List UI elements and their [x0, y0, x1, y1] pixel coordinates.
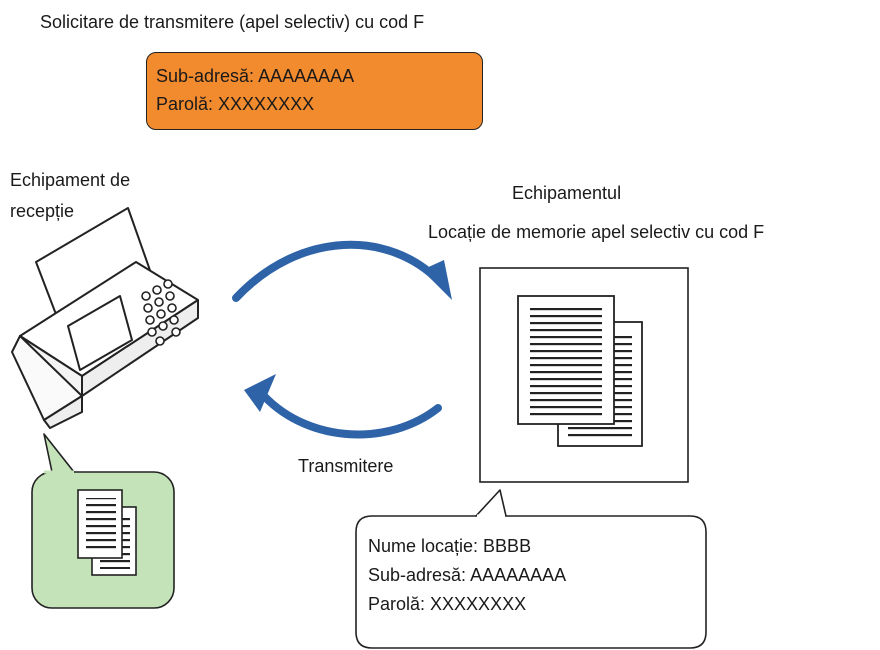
diagram-title: Solicitare de transmitere (apel selectiv… [40, 12, 425, 32]
curved-arrow-icon [244, 374, 442, 439]
curved-arrow-icon [232, 240, 452, 302]
receiver-label-line1: Echipament de [10, 170, 131, 190]
received-docs-bubble [31, 433, 175, 609]
request-password: Parolă: XXXXXXXX [156, 94, 315, 114]
info-location-name: Nume locație: BBBB [368, 536, 532, 556]
info-password: Parolă: XXXXXXXX [368, 594, 527, 614]
info-bubble-text: Nume locație: BBBB Sub-adresă: AAAAAAAA … [368, 532, 566, 619]
memory-location-label: Locație de memorie apel selectiv cu cod … [428, 222, 765, 242]
request-box: Sub-adresă: AAAAAAAA Parolă: XXXXXXXX [146, 52, 483, 130]
sender-label: Echipamentul [512, 183, 622, 203]
transmission-label: Transmitere [298, 456, 394, 476]
info-bubble [355, 489, 707, 649]
memory-location-box [479, 267, 689, 483]
fax-machine-icon [11, 207, 199, 429]
receiver-label-line2: recepție [10, 201, 75, 221]
document-stack-icon [77, 489, 137, 576]
request-subaddress: Sub-adresă: AAAAAAAA [156, 66, 355, 86]
document-stack-icon [517, 295, 643, 447]
info-subaddress: Sub-adresă: AAAAAAAA [368, 565, 567, 585]
